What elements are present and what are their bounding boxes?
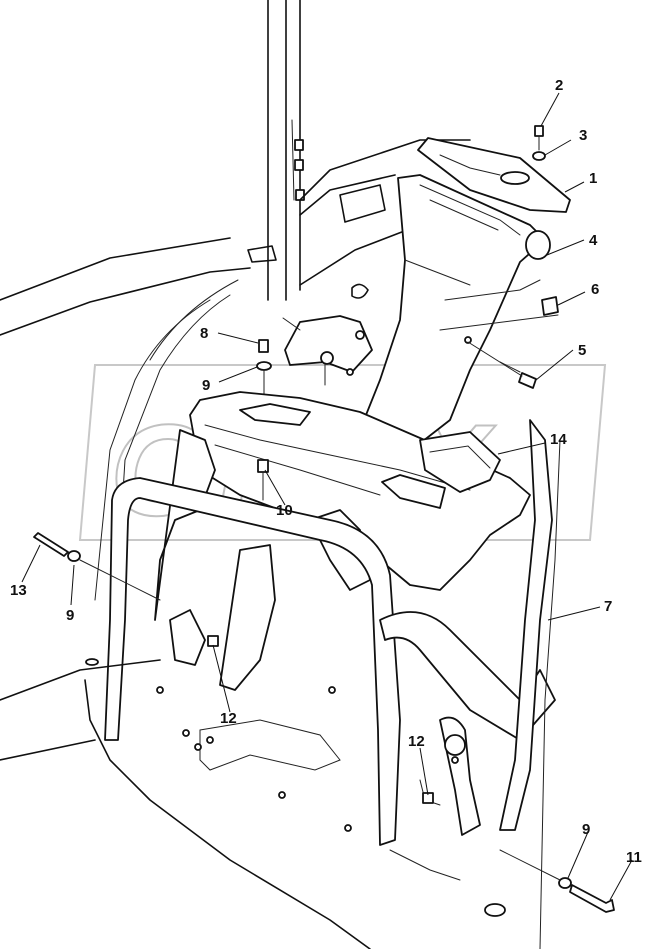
part-9-washer-left [67,550,161,601]
part-9-washer-right [558,877,572,889]
callout-10: 10 [276,502,293,519]
callout-2: 2 [555,77,563,94]
part-12-clip-left [169,609,219,666]
part-6-clip [439,296,559,331]
callout-14: 14 [550,431,567,448]
floor-plate [0,658,506,949]
bracket [282,315,373,386]
part-4-air-duct [359,174,551,456]
cab-frame [0,0,471,621]
tube-frame [104,419,561,949]
callout-labels: 1 2 3 4 6 5 8 9 14 10 13 9 7 12 12 9 11 [10,77,642,866]
leader-lines [21,92,633,901]
part-14-cover [419,431,501,493]
part-3-washer [532,135,546,161]
callout-9-right: 9 [582,821,590,838]
callout-9-left: 9 [66,607,74,624]
lower-bracket [439,716,481,836]
callout-13: 13 [10,582,27,599]
part-13-bolt [33,532,69,557]
callout-3: 3 [579,127,587,144]
callout-11: 11 [626,849,642,866]
part-8-bolt [258,339,269,353]
callout-12-left: 12 [220,710,237,727]
part-5-screw [467,341,537,389]
callout-1: 1 [589,170,597,187]
callout-4: 4 [589,232,598,249]
part-2-bolt [534,125,544,137]
callout-7: 7 [604,598,612,615]
callout-5: 5 [578,342,586,359]
part-11-bolt [499,849,615,913]
callout-6: 6 [591,281,599,298]
callout-8: 8 [200,325,208,342]
callout-9-upper: 9 [202,377,210,394]
part-10-fastener [257,459,269,501]
callout-12-right: 12 [408,733,425,750]
part-1-top-cover [417,137,571,213]
